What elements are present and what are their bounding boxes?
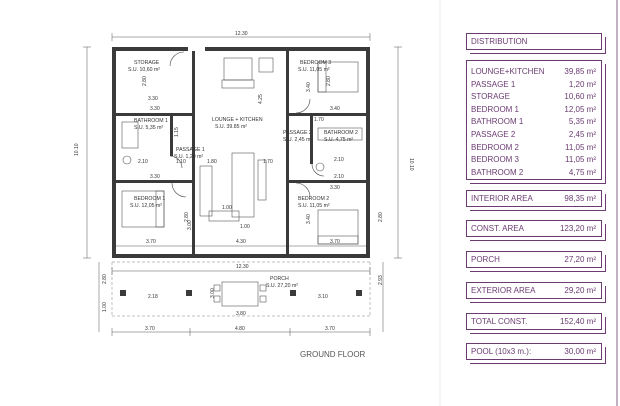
dim-300: 3.00 <box>187 220 193 230</box>
dim-210-c: 2.10 <box>334 174 344 180</box>
room-passage1-area: S.U. 1,20 m² <box>174 154 203 160</box>
dim-210-a: 2.10 <box>138 159 148 165</box>
dim-top-total: 12.30 <box>235 31 248 37</box>
dimension-texts: 12.30 10.10 10.10 12.30 3.30 2.80 4.25 2… <box>74 31 414 332</box>
dim-210-b: 2.10 <box>334 157 344 163</box>
dim-bottom-a: 3.70 <box>145 326 155 332</box>
room-bedroom3-area: S.U. 11,05 m² <box>298 67 330 73</box>
dim-bottom-c: 3.70 <box>325 326 335 332</box>
dim-storage-w: 3.30 <box>148 96 158 102</box>
dim-430: 4.30 <box>236 239 246 245</box>
dim-280-c: 2.80 <box>378 212 384 222</box>
room-bedroom1-area: S.U. 12,05 m² <box>130 203 162 209</box>
dim-porch-side: 1.00 <box>102 302 108 312</box>
room-passage1-name: PASSAGE 1 <box>176 147 205 153</box>
room-labels: STORAGE S.U. 10,60 m² LOUNGE + KITCHEN S… <box>128 60 358 289</box>
room-bathroom2-name: BATHROOM 2 <box>324 130 358 136</box>
furniture <box>121 57 363 307</box>
dim-left-total: 10.10 <box>74 143 80 156</box>
dim-storage-h: 2.80 <box>142 76 148 86</box>
dim-bed3-h: 2.80 <box>326 76 332 86</box>
room-passage2-area: S.U. 2,45 m² <box>283 137 312 143</box>
dim-porch-h: 3.00 <box>210 288 216 298</box>
dim-280-a: 2.80 <box>184 212 190 222</box>
dim-370-b: 3.70 <box>330 239 340 245</box>
room-bedroom1-name: BEDROOM 1 <box>134 196 165 202</box>
plan-title: GROUND FLOOR <box>300 350 366 359</box>
dim-porch-right: 3.10 <box>318 294 328 300</box>
room-bathroom1-area: S.U. 5,35 m² <box>134 125 163 131</box>
dim-110: 1.10 <box>176 159 186 165</box>
dim-mid-total: 12.30 <box>236 264 249 270</box>
room-storage-name: STORAGE <box>134 60 160 66</box>
dim-bottom-b: 4.80 <box>235 326 245 332</box>
dim-280-b: 2.80 <box>102 274 108 284</box>
dim-100-a: 1.00 <box>222 205 232 211</box>
room-lounge-name: LOUNGE + KITCHEN <box>212 117 263 123</box>
room-bedroom3-name: BEDROOM 3 <box>300 60 331 66</box>
room-passage2-name: PASSAGE 2 <box>283 130 312 136</box>
dim-porch-mid: 3.80 <box>236 311 246 317</box>
dim-330-d: 3.30 <box>330 185 340 191</box>
room-bathroom2-area: S.U. 4,75 m² <box>324 137 353 143</box>
dim-330-c: 3.30 <box>150 174 160 180</box>
room-bedroom2-name: BEDROOM 2 <box>298 196 329 202</box>
room-lounge-area: S.U. 39.85 m² <box>215 124 247 130</box>
dim-340-a: 3.40 <box>330 106 340 112</box>
walls <box>112 47 370 258</box>
room-storage-area: S.U. 10,60 m² <box>128 67 160 73</box>
room-bedroom2-area: S.U. 11,05 m² <box>298 203 330 209</box>
porch-structure <box>111 261 371 317</box>
dim-lounge-h: 4.25 <box>258 94 264 104</box>
dim-right-total: 10.10 <box>408 158 414 171</box>
room-porch-area: S.U. 27,20 m² <box>266 283 298 289</box>
dim-330-b: 3.30 <box>150 106 160 112</box>
dim-porch-left: 2.18 <box>148 294 158 300</box>
dimension-lines <box>83 33 402 336</box>
dim-bed3-w: 3.40 <box>306 82 312 92</box>
dim-170-a: 1.70 <box>314 117 324 123</box>
dim-180: 1.80 <box>207 159 217 165</box>
dim-340-b: 3.40 <box>306 214 312 224</box>
doors <box>169 51 325 198</box>
dim-170-b: 1.70 <box>263 159 273 165</box>
dim-370-a: 3.70 <box>146 239 156 245</box>
dim-100-b: 1.00 <box>240 224 250 230</box>
room-porch-name: PORCH <box>270 276 289 282</box>
dim-bath1-w: 1.15 <box>174 127 180 137</box>
dim-right-side: 2.93 <box>378 275 384 285</box>
room-bathroom1-name: BATHROOM 1 <box>134 118 168 124</box>
